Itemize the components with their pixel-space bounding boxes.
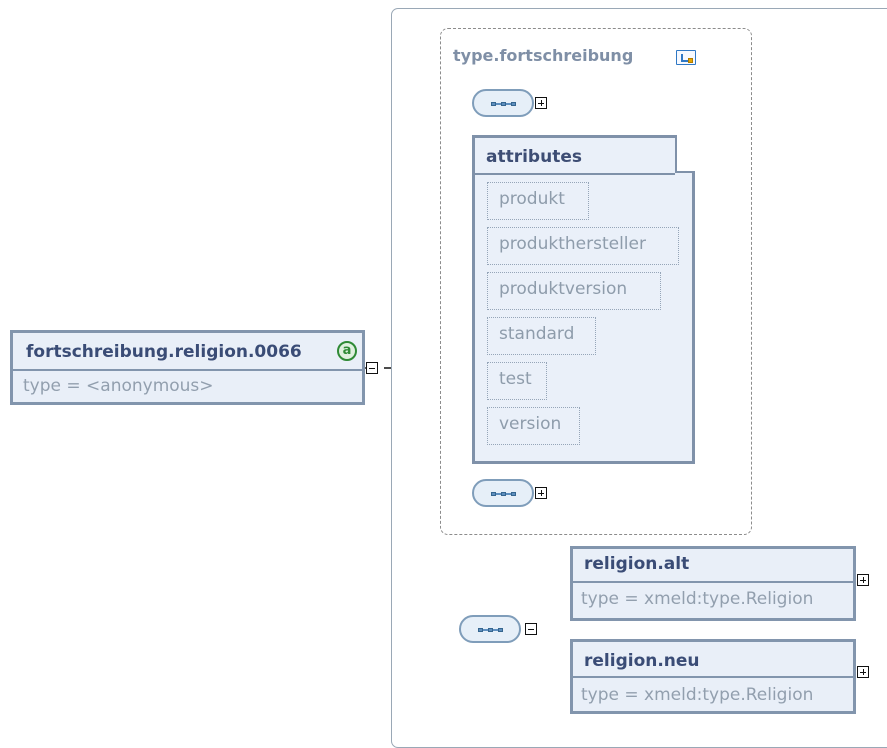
root-element-name: fortschreibung.religion.0066 <box>26 342 302 362</box>
attribute-item-produkthersteller[interactable]: produkthersteller <box>487 227 679 265</box>
collapse-icon[interactable] <box>525 623 537 635</box>
element-name: religion.alt <box>584 554 690 574</box>
type-group <box>440 28 752 535</box>
attribute-item-produkt[interactable]: produkt <box>487 182 589 220</box>
sequence-compositor-icon[interactable] <box>459 615 521 643</box>
expand-icon[interactable] <box>535 97 547 109</box>
collapse-icon[interactable] <box>366 362 378 374</box>
element-header <box>573 549 853 583</box>
attributes-header <box>475 138 675 174</box>
element-religion-alt[interactable]: religion.alt type = xmeld:type.Religion <box>570 546 856 621</box>
attribute-icon: a <box>337 341 357 361</box>
expand-icon[interactable] <box>535 487 547 499</box>
expand-icon[interactable] <box>857 574 869 586</box>
attribute-item-test[interactable]: test <box>487 362 547 400</box>
attributes-divider <box>475 173 675 175</box>
complex-type-icon <box>676 50 696 65</box>
element-header <box>573 642 853 678</box>
element-religion-neu[interactable]: religion.neu type = xmeld:type.Religion <box>570 639 856 714</box>
type-group-title: type.fortschreibung <box>453 46 634 65</box>
root-element-box[interactable]: fortschreibung.religion.0066 type = <ano… <box>10 330 365 405</box>
element-type: type = xmeld:type.Religion <box>581 589 814 609</box>
attribute-item-standard[interactable]: standard <box>487 317 596 355</box>
expand-icon[interactable] <box>857 666 869 678</box>
attributes-title: attributes <box>486 147 582 167</box>
root-element-type: type = <anonymous> <box>23 376 214 396</box>
element-type: type = xmeld:type.Religion <box>581 685 814 705</box>
attributes-tab-notch <box>675 135 695 173</box>
root-element-header <box>13 333 362 371</box>
attribute-item-version[interactable]: version <box>487 407 580 445</box>
sequence-compositor-icon[interactable] <box>472 89 534 117</box>
attribute-item-produktversion[interactable]: produktversion <box>487 272 661 310</box>
sequence-compositor-icon[interactable] <box>472 479 534 507</box>
element-name: religion.neu <box>584 651 700 671</box>
